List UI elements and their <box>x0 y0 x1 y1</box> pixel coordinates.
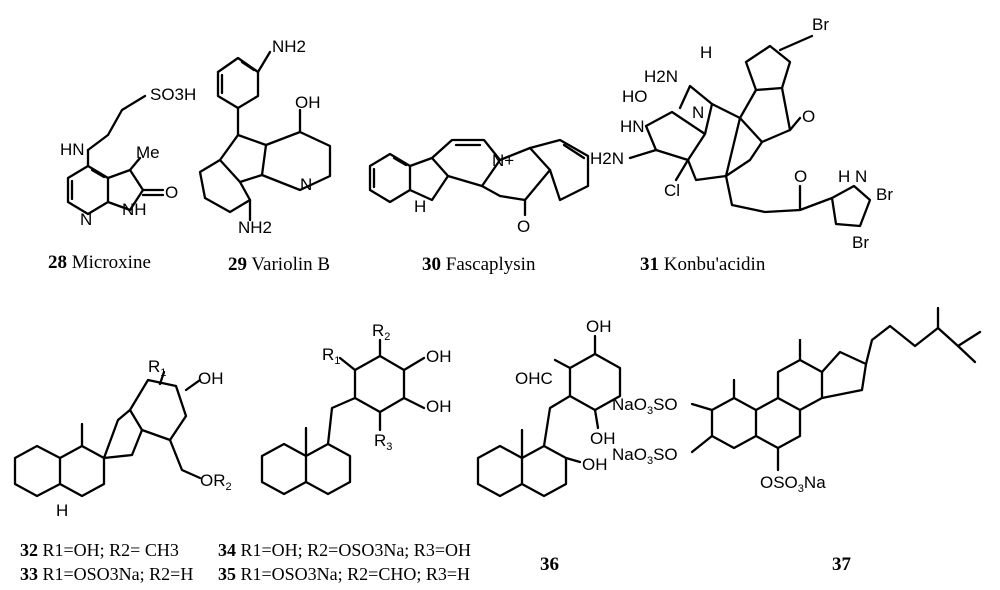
nh2-label-29a: NH2 <box>272 37 306 56</box>
oh-label-29: OH <box>295 93 321 112</box>
oh-label-32: OH <box>198 369 224 388</box>
o-label: O <box>165 183 178 202</box>
oh-label-36c: OH <box>582 455 608 474</box>
structure-28-microxine: SO3H HN Me O NH N 28 Microxine <box>48 85 196 273</box>
oh-label-36b: OH <box>590 429 616 448</box>
n-label-29: N <box>300 175 312 194</box>
h-label-32: H <box>56 501 68 520</box>
o-label-31b: O <box>794 167 807 186</box>
oso3na-label: OSO3Na <box>760 473 826 495</box>
o-label-31a: O <box>802 107 815 126</box>
nao3so-label-b: NaO3SO <box>612 445 678 467</box>
h2n-label-31a: H2N <box>644 67 678 86</box>
caption-29: 29 Variolin B <box>228 254 330 275</box>
me-label: Me <box>136 143 160 162</box>
br-label-31a: Br <box>812 15 829 34</box>
n-label: N <box>80 210 92 229</box>
br-label-31b: Br <box>876 185 893 204</box>
r3-label-34: R3 <box>374 431 392 453</box>
ohc-label: OHC <box>515 369 553 388</box>
caption-37: 37 <box>832 554 852 575</box>
caption-35: 35 R1=OSO3Na; R2=CHO; R3=H <box>218 564 470 584</box>
hn-label: HN <box>60 140 85 159</box>
o-label-30: O <box>517 217 530 236</box>
structure-30-fascaplysin: N+ H O 30 Fascaplysin <box>368 138 590 275</box>
caption-30: 30 Fascaplysin <box>422 254 536 275</box>
nao3so-label-a: NaO3SO <box>612 395 678 417</box>
structure-36: OH OHC OH OH 36 <box>476 317 622 575</box>
oh-label-34a: OH <box>426 347 452 366</box>
hn-pyrrole-label: H N <box>838 167 867 186</box>
structure-29-variolin-b: NH2 OH N NH2 29 Variolin B <box>198 37 332 275</box>
caption-28: 28 Microxine <box>48 252 151 273</box>
so3h-label: SO3H <box>150 85 196 104</box>
caption-33: 33 R1=OSO3Na; R2=H <box>20 564 193 584</box>
nh2-label-29b: NH2 <box>238 218 272 237</box>
caption-31: 31 Konbu'acidin <box>640 254 766 275</box>
r1-label-34: R1 <box>322 345 340 367</box>
structure-32-33: R1 OH OR2 H 32 R1=OH; R2= CH3 33 R1=OSO3… <box>13 357 232 584</box>
or2-label-32: OR2 <box>200 471 232 493</box>
br-label-31c: Br <box>852 233 869 252</box>
r2-label-34: R2 <box>372 321 390 343</box>
structure-34-35: R2 R1 OH OH R3 34 R1=OH; R2=OSO3Na; R3=O… <box>218 321 471 584</box>
n-plus-label: N+ <box>492 151 514 170</box>
caption-32: 32 R1=OH; R2= CH3 <box>20 540 179 560</box>
ho-label-31: HO <box>622 87 648 106</box>
n-label-31: N <box>692 103 704 122</box>
nh-label-30: H <box>414 197 426 216</box>
r1-label-32: R1 <box>148 357 166 379</box>
structure-37: NaO3SO NaO3SO OSO3Na 37 <box>612 306 982 575</box>
h-label-31: H <box>700 43 712 62</box>
caption-36: 36 <box>540 554 559 575</box>
cl-label: Cl <box>664 181 680 200</box>
oh-label-34b: OH <box>426 397 452 416</box>
h2n-label-31b: H2N <box>590 149 624 168</box>
nh-label: NH <box>122 200 147 219</box>
oh-label-36a: OH <box>586 317 612 336</box>
hn-label-31: HN <box>620 117 645 136</box>
structure-31-konbuacidin: Br H H2N HO N O HN H2N Cl O H N Br Br 31… <box>590 15 893 275</box>
caption-34: 34 R1=OH; R2=OSO3Na; R3=OH <box>218 540 471 560</box>
